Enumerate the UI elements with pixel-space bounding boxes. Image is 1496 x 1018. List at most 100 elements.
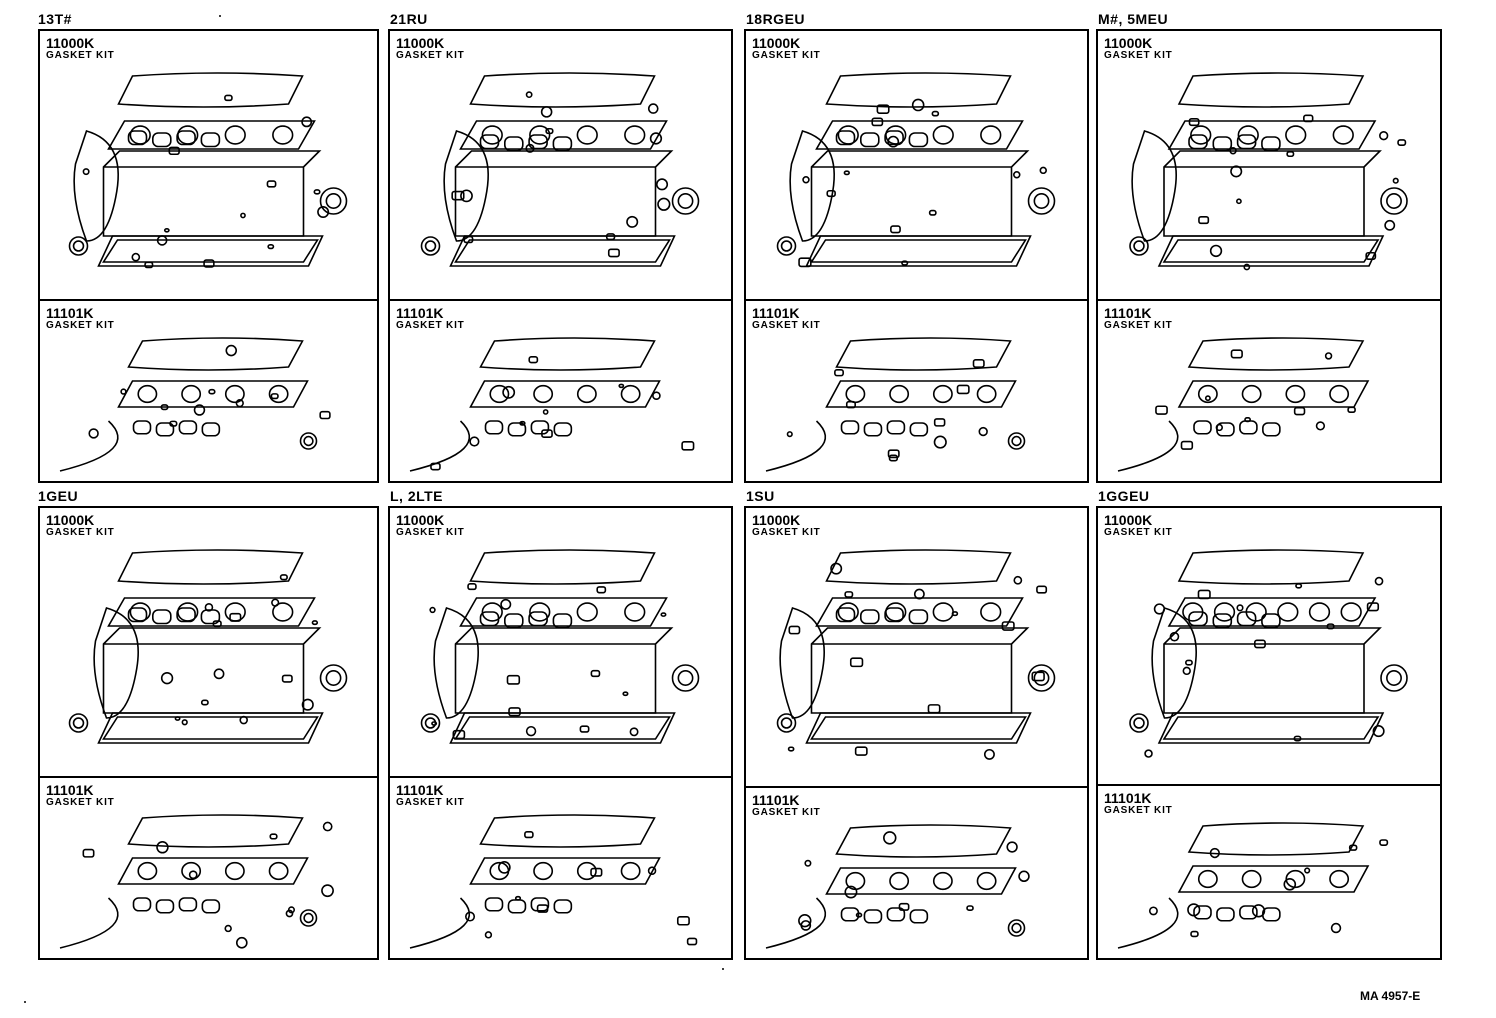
manifold-gasket <box>553 899 573 914</box>
manifold-gasket <box>1212 136 1233 152</box>
small-gasket <box>1347 406 1356 414</box>
small-gasket <box>890 225 901 234</box>
manifold-gasket <box>155 422 175 437</box>
small-gasket <box>1365 251 1377 260</box>
cylinder-bore <box>932 602 954 622</box>
valve-cover-gasket <box>825 549 1012 585</box>
oil-seal-inner <box>303 435 314 447</box>
small-gasket <box>1324 352 1333 360</box>
kit-code: 11000K <box>396 35 445 51</box>
manifold-gasket <box>908 609 929 625</box>
small-gasket <box>322 821 333 832</box>
kit-name: GASKET KIT <box>1104 320 1173 331</box>
head-gasket <box>107 120 316 150</box>
head-gasket <box>117 380 309 408</box>
small-gasket <box>156 235 168 246</box>
manifold-gasket <box>884 607 904 623</box>
engine-title: 1GGEU <box>1098 488 1150 504</box>
engine-silhouette-line <box>1117 897 1179 949</box>
small-gasket <box>1188 117 1200 127</box>
cylinder-bore <box>1285 384 1306 404</box>
oil-seal-inner <box>424 717 437 729</box>
manifold-gasket <box>1236 134 1257 150</box>
manifold-gasket <box>200 132 221 148</box>
small-gasket <box>798 913 812 928</box>
small-gasket <box>686 937 698 946</box>
cylinder-bore <box>620 384 641 404</box>
small-gasket <box>1372 725 1385 738</box>
manifold-gasket <box>507 422 527 437</box>
valve-cover-gasket <box>127 337 304 371</box>
small-gasket <box>540 106 553 118</box>
gasket-kit-illustration <box>1117 337 1370 472</box>
oil-seal-inner <box>424 240 437 252</box>
small-gasket <box>951 611 959 617</box>
cylinder-bore <box>932 871 953 891</box>
engine-silhouette-line <box>765 897 827 949</box>
kit-code: 11000K <box>46 512 95 528</box>
manifold-gasket <box>553 422 573 437</box>
small-gasket <box>163 228 170 233</box>
small-gasket <box>271 598 280 607</box>
cylinder-bore <box>1285 869 1306 889</box>
oil-seal-inner <box>325 670 342 686</box>
cylinder-bore <box>529 602 551 622</box>
cylinder-bore <box>1241 869 1262 889</box>
oil-seal-inner <box>677 193 694 209</box>
oil-seal-inner <box>303 912 314 924</box>
manifold-gasket <box>530 420 550 435</box>
small-gasket <box>655 178 669 191</box>
oil-pan-gasket <box>1157 712 1385 744</box>
engine-block-outline <box>1163 627 1382 714</box>
cylinder-bore <box>529 125 551 145</box>
small-gasket <box>647 866 657 875</box>
engine-title: 21RU <box>390 11 428 27</box>
gasket-kit-illustration <box>68 72 348 269</box>
engine-title: M#, 5MEU <box>1098 11 1169 27</box>
small-gasket <box>660 612 667 617</box>
small-gasket <box>279 574 288 581</box>
small-gasket <box>898 902 910 911</box>
kit-name: GASKET KIT <box>1104 527 1173 538</box>
manifold-gasket <box>552 613 573 629</box>
oil-seal <box>1129 713 1149 733</box>
cylinder-bore <box>272 125 294 145</box>
small-gasket <box>834 369 844 377</box>
head-gasket-drawing <box>1098 301 1440 481</box>
head-gasket <box>825 380 1017 408</box>
small-gasket <box>845 400 856 409</box>
small-gasket <box>901 260 909 266</box>
small-gasket <box>626 215 639 228</box>
small-gasket <box>1001 621 1015 631</box>
cylinder-bore <box>1197 869 1218 889</box>
small-gasket <box>267 243 275 250</box>
manifold-gasket <box>201 899 221 914</box>
timing-cover-gasket <box>73 130 119 242</box>
cylinder-bore <box>268 861 289 881</box>
small-gasket <box>502 385 516 399</box>
small-gasket <box>1006 841 1018 853</box>
small-gasket <box>1384 219 1396 231</box>
small-gasket <box>1185 659 1193 666</box>
small-gasket <box>1180 440 1194 450</box>
cylinder-bore <box>489 384 510 404</box>
small-gasket <box>983 748 995 760</box>
small-gasket <box>266 180 277 188</box>
oil-pan-gasket <box>805 235 1032 267</box>
head-gasket-drawing <box>390 778 731 958</box>
small-gasket <box>200 699 209 706</box>
small-gasket <box>1229 147 1237 155</box>
gasket-kit-illustration <box>1117 822 1389 949</box>
kit-code: 11101K <box>752 305 800 321</box>
